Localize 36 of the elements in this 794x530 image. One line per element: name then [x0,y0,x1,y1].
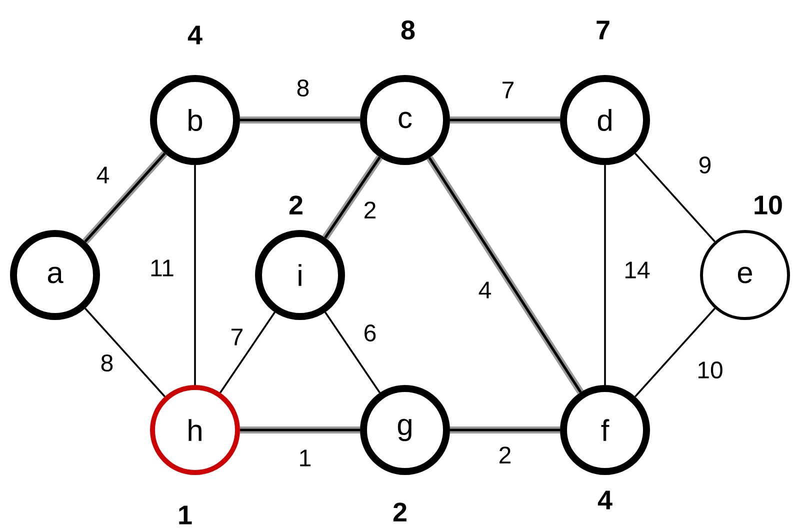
edge [604,165,606,385]
edge [322,155,383,240]
key-value: 4 [598,490,612,510]
edge-label: 4 [95,166,111,184]
edge-label: 9 [697,156,713,174]
key-value: 4 [188,26,202,44]
edge [634,308,716,398]
edge [450,426,560,434]
edge-label: 7 [229,328,245,346]
edge [426,156,584,394]
key-value: 2 [393,502,406,522]
edge-label: 2 [362,200,378,220]
edge [240,116,360,124]
edge-label: 1 [297,448,313,468]
edge [220,312,276,394]
key-value: 2 [289,196,302,214]
key-value: 7 [596,20,610,40]
edge-label: 14 [622,260,652,280]
edge [82,151,168,244]
edge-label: 8 [295,78,311,98]
edge [324,312,381,394]
edge-label: 4 [477,280,493,300]
key-value: 10 [754,195,782,215]
edge-label: 2 [497,446,513,464]
edge [450,116,560,124]
key-value: 8 [401,20,415,40]
edge-label: 7 [500,80,516,100]
edge-label: 10 [696,360,724,380]
edge-label: 8 [99,354,115,372]
edge [634,152,716,242]
edge [240,426,360,434]
key-value: 1 [179,506,192,524]
edge-label: 6 [362,324,378,342]
edge [84,308,166,398]
edge [194,165,196,385]
edge-label: 11 [148,258,176,278]
